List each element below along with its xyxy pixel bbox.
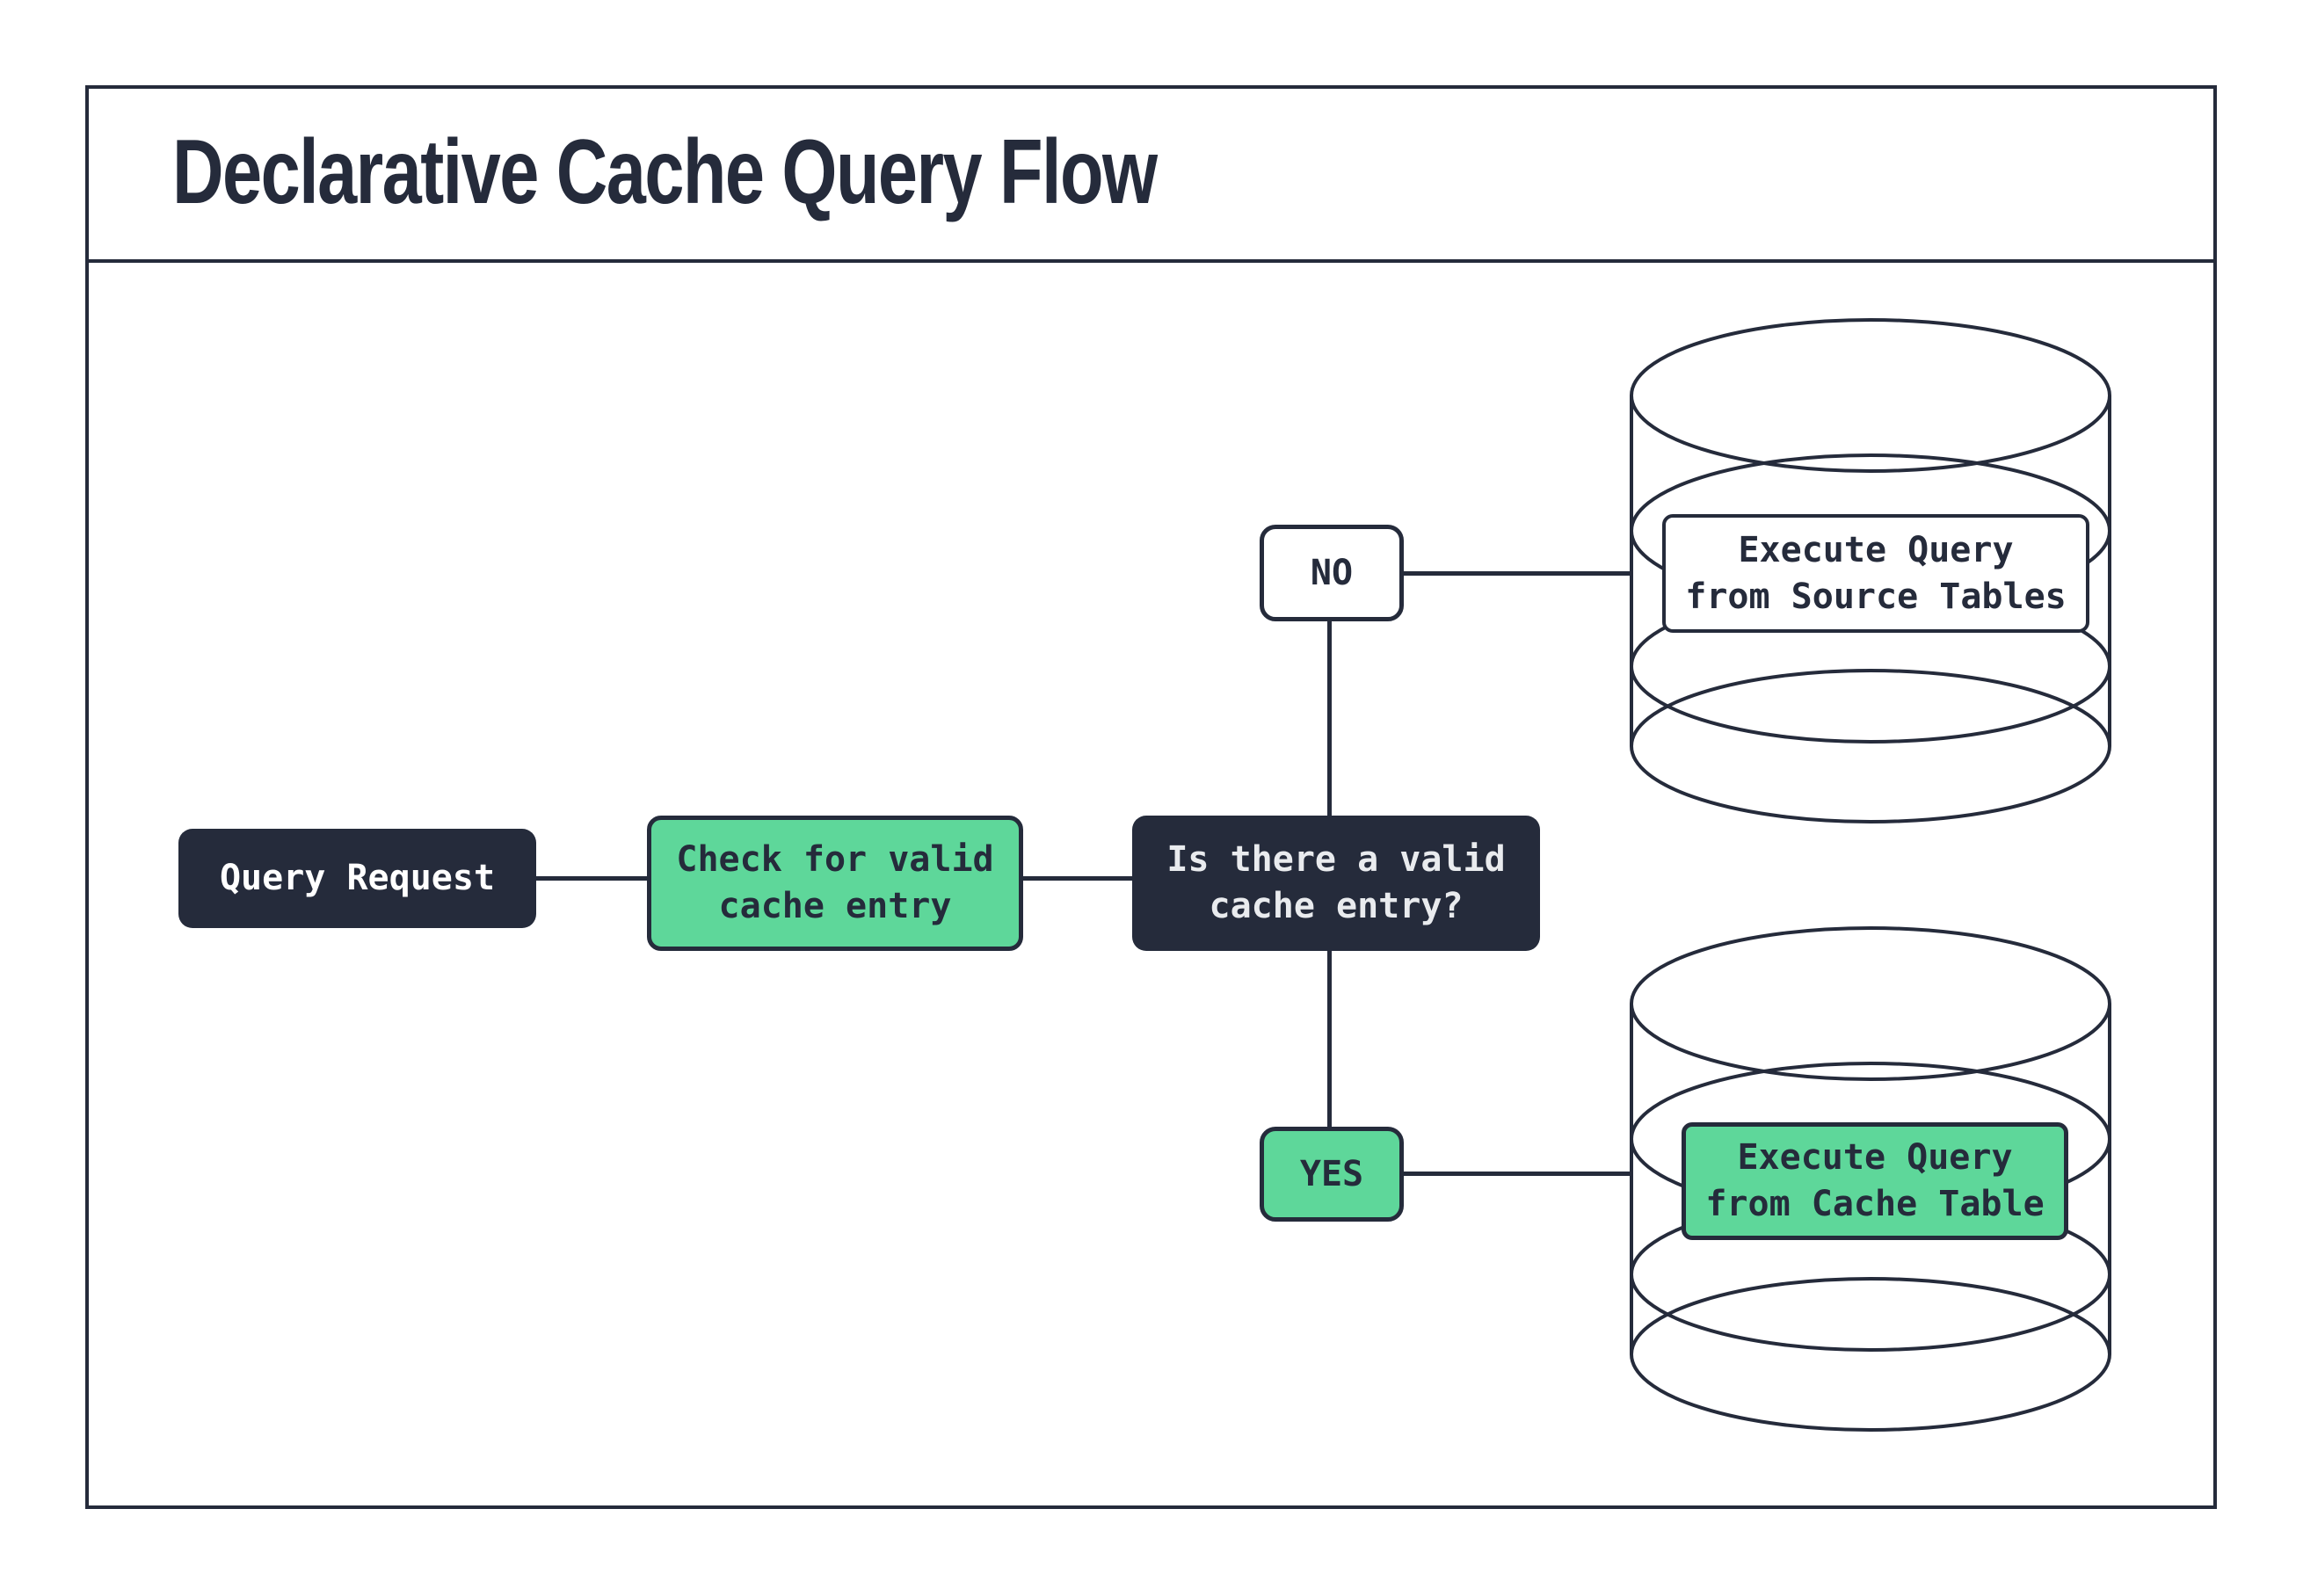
node-execute-cache-line2: from Cache Table (1705, 1184, 2045, 1224)
page-title: Declarative Cache Query Flow (172, 120, 1158, 223)
node-execute-source-line2: from Source Tables (1685, 576, 2067, 617)
node-query-request: Query Request (178, 829, 536, 928)
label-yes: YES (1260, 1127, 1404, 1222)
page-frame (85, 85, 2217, 1509)
node-query-request-label: Query Request (219, 858, 496, 898)
node-decision-line2: cache entry? (1209, 886, 1464, 926)
node-check-cache-line2: cache entry (718, 886, 952, 926)
connector-decision-to-yes (1327, 951, 1332, 1127)
node-decision: Is there a valid cache entry? (1132, 816, 1540, 951)
label-no-text: NO (1310, 552, 1354, 593)
connector-yes-to-cache-db (1404, 1172, 1631, 1176)
page-header: Declarative Cache Query Flow (172, 85, 1434, 259)
node-execute-source: Execute Query from Source Tables (1662, 514, 2089, 633)
node-execute-source-line1: Execute Query (1738, 529, 2014, 570)
node-execute-cache: Execute Query from Cache Table (1682, 1122, 2068, 1240)
node-execute-cache-line1: Execute Query (1737, 1137, 2013, 1178)
connector-decision-to-no (1327, 621, 1332, 816)
connector-no-to-source-db (1404, 571, 1631, 576)
label-no: NO (1260, 525, 1404, 621)
node-decision-line1: Is there a valid (1166, 839, 1506, 880)
node-check-cache: Check for valid cache entry (647, 816, 1023, 951)
node-check-cache-line1: Check for valid (676, 839, 994, 880)
connector-check-to-decision (1023, 876, 1132, 881)
connector-query-to-check (536, 876, 647, 881)
label-yes-text: YES (1299, 1153, 1364, 1194)
header-divider (85, 259, 2217, 263)
